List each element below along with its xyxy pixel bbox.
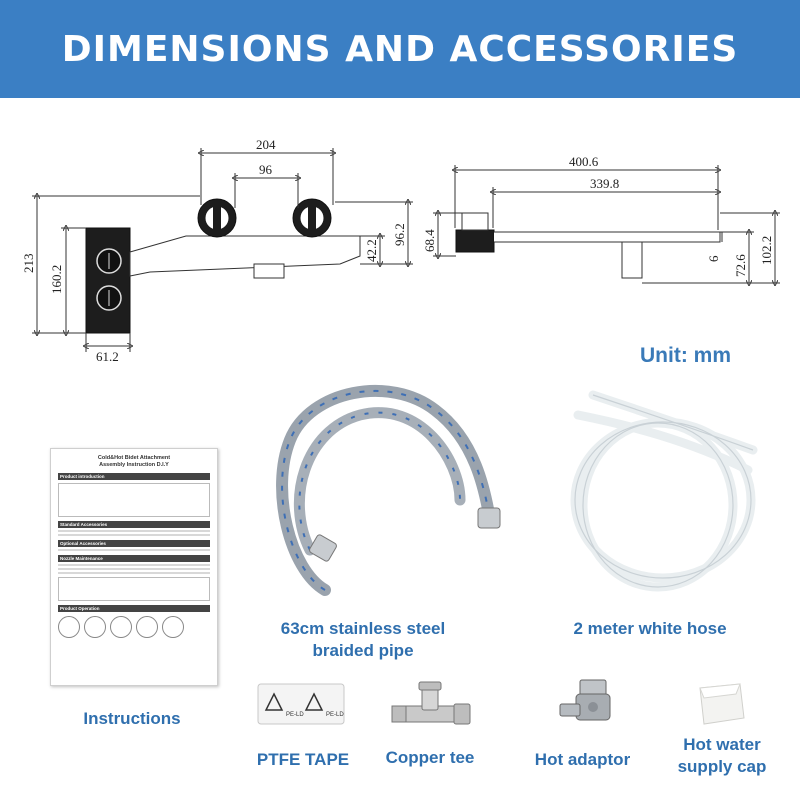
manual-section-nozzle: Nozzle Maintenance xyxy=(58,555,210,562)
braided-pipe-label: 63cm stainless steel braided pipe xyxy=(280,619,446,660)
unit-note: Unit: mm xyxy=(640,344,731,367)
header-banner: DIMENSIONS AND ACCESSORIES xyxy=(0,0,800,98)
dim-68-4: 68.4 xyxy=(422,229,437,252)
manual-title-1: Cold&Hot Bidet Attachment xyxy=(97,455,171,461)
manual-section-standard: Standard Accessories xyxy=(58,521,210,528)
svg-text:PE-LD: PE-LD xyxy=(286,712,304,718)
dim-400-6: 400.6 xyxy=(569,154,599,169)
dim-42-2: 42.2 xyxy=(364,239,379,262)
dim-102-2: 102.2 xyxy=(759,236,774,265)
dim-96: 96 xyxy=(259,162,273,177)
dim-204: 204 xyxy=(256,137,276,152)
ptfe-tape-label: PTFE TAPE xyxy=(256,750,350,769)
dim-213: 213 xyxy=(21,254,36,274)
dim-96-2: 96.2 xyxy=(392,223,407,246)
supply-cap-label: Hot water supply cap xyxy=(677,735,767,776)
manual-section-operation: Product Operation xyxy=(58,605,210,612)
dim-160-2: 160.2 xyxy=(49,265,64,294)
svg-text:PE-LD: PE-LD xyxy=(326,712,344,718)
technical-drawing: 204 96 213 160.2 61.2 96.2 42.2 xyxy=(21,137,780,364)
dim-61-2: 61.2 xyxy=(96,349,119,364)
ptfe-tape-image: PE-LD PE-LD xyxy=(257,683,345,725)
hot-adaptor-image xyxy=(559,679,611,721)
page-title: DIMENSIONS AND ACCESSORIES xyxy=(61,28,739,70)
front-view xyxy=(32,148,413,352)
dim-72-6: 72.6 xyxy=(733,254,748,277)
dim-339-8: 339.8 xyxy=(590,176,619,191)
instructions-label: Instructions xyxy=(83,709,181,728)
hot-adaptor-label: Hot adaptor xyxy=(534,750,631,769)
manual-section-optional: Optional Accessories xyxy=(58,540,210,547)
white-hose-image xyxy=(570,390,758,592)
manual-section-intro: Product introduction xyxy=(58,473,210,480)
instruction-manual-image: Cold&Hot Bidet Attachment Assembly Instr… xyxy=(50,448,218,686)
copper-tee-label: Copper tee xyxy=(385,748,475,767)
dim-6: 6 xyxy=(706,255,721,262)
manual-title-2: Assembly Instruction D.I.Y xyxy=(99,462,169,468)
white-hose-label: 2 meter white hose xyxy=(573,619,727,638)
copper-tee-image xyxy=(391,681,471,725)
supply-cap-image xyxy=(699,683,745,725)
braided-pipe-image xyxy=(276,384,501,596)
side-view xyxy=(433,165,780,283)
